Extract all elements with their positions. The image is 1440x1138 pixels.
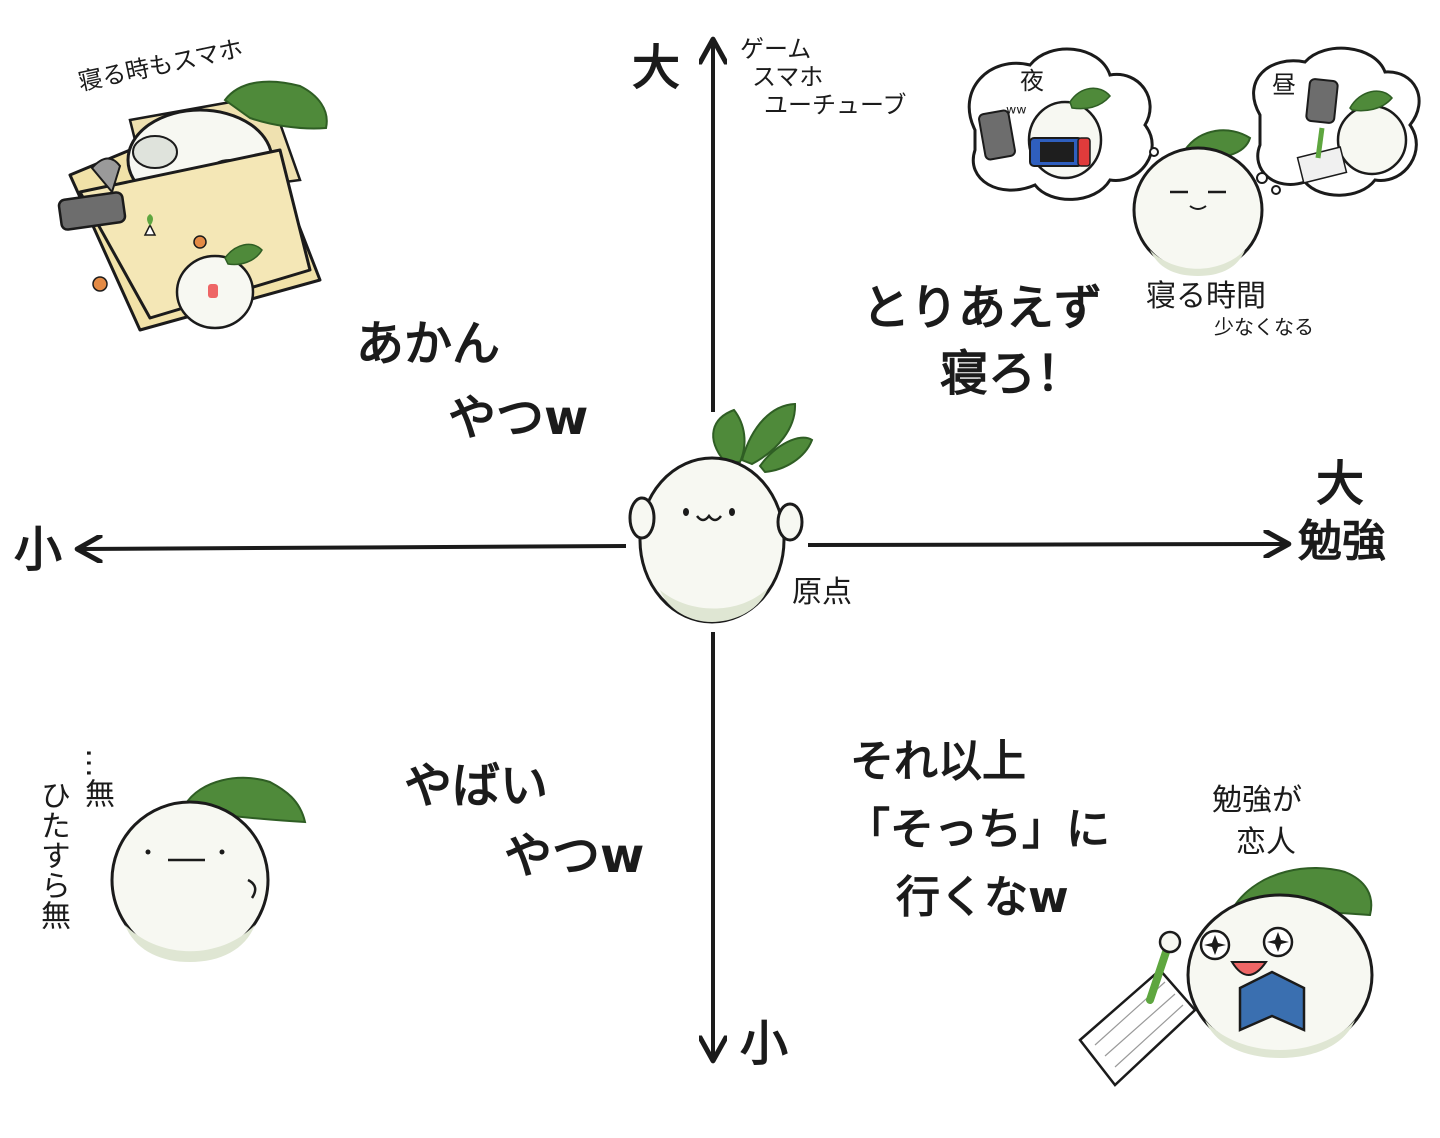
night-bubble-label: 夜: [1020, 67, 1044, 95]
x-axis-left-label: 小: [14, 522, 63, 578]
bottom-right-line-2: 「そっち」に: [846, 804, 1110, 855]
day-bubble-label: 昼: [1272, 71, 1296, 99]
x-axis-left: [80, 546, 627, 549]
x-axis-right: [807, 544, 1286, 545]
study-lover-caption-2: 恋人: [1236, 825, 1296, 860]
blank-radish-mascot: [110, 776, 307, 962]
studying-radish-mascot: [1078, 867, 1374, 1087]
study-lover-caption-1: 勉強が: [1212, 783, 1302, 818]
bottom-left-line-2: やつw: [504, 828, 645, 884]
y-axis-item-youtube: ユーチューブ: [764, 91, 907, 119]
top-left-line-2: やつw: [448, 390, 589, 446]
sleep-time-caption-2: 少なくなる: [1214, 315, 1314, 339]
thought-bubble-night: [967, 47, 1154, 201]
origin-label: 原点: [792, 575, 852, 610]
x-axis-right-label: 勉強: [1298, 516, 1386, 567]
origin-radish-mascot: [628, 402, 814, 624]
y-axis-bottom-label: 小: [740, 1016, 789, 1072]
bottom-left-line-1: やばい: [404, 758, 549, 814]
bottom-right-line-1: それ以上: [850, 736, 1026, 787]
y-axis-top-label: 大: [632, 40, 681, 96]
bottom-right-line-3: 行くなw: [896, 872, 1069, 923]
thinking-radish: [1132, 129, 1281, 276]
top-right-line-1: とりあえず: [862, 280, 1103, 336]
x-axis-right-top-label: 大: [1316, 456, 1365, 512]
thought-bubble-day: [1252, 46, 1421, 197]
zzz-mark: ʷʷ: [1006, 101, 1027, 125]
top-right-line-2: 寝ろ！: [940, 346, 1085, 402]
sleep-time-caption-1: 寝る時間: [1146, 279, 1266, 314]
y-axis-item-smartphone: スマホ: [752, 63, 824, 91]
nothingness-mark: …無: [79, 748, 114, 808]
just-nothingness-caption: ひたすら無: [35, 780, 70, 930]
bed-scene-illustration: [57, 80, 328, 332]
top-left-line-1: あかん: [356, 316, 501, 372]
y-axis-item-game: ゲーム: [740, 35, 812, 63]
